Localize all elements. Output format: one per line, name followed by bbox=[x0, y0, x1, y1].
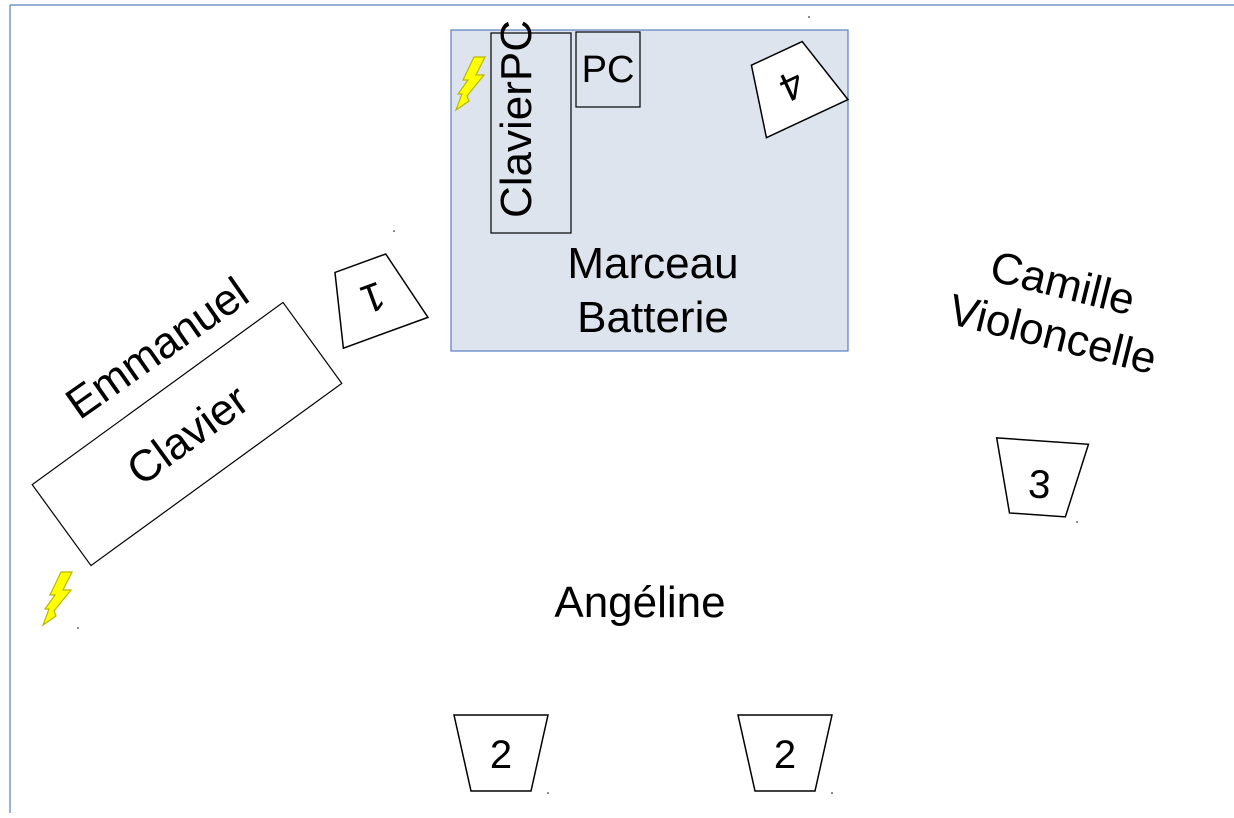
pc-label: PC bbox=[582, 49, 635, 91]
lightning-icon bbox=[41, 571, 73, 627]
stray-dot bbox=[77, 627, 79, 629]
singer-name: Angéline bbox=[554, 578, 725, 627]
monitor-2-left-number: 2 bbox=[490, 733, 512, 777]
lightning-icon bbox=[454, 56, 486, 112]
monitor-1-shape bbox=[334, 253, 430, 350]
monitor-2-right: 2 bbox=[737, 714, 833, 792]
stray-dot bbox=[547, 792, 549, 794]
keyboard-pc-label: ClavierPC bbox=[492, 20, 541, 218]
monitor-2-right-shape bbox=[737, 714, 833, 792]
monitor-2-right-number: 2 bbox=[774, 733, 796, 777]
stray-dot bbox=[393, 230, 395, 232]
drummer-name: Marceau bbox=[567, 239, 738, 288]
monitor-3-shape bbox=[995, 437, 1090, 518]
keyboard-pc-box bbox=[490, 32, 572, 234]
monitor-3: 3 bbox=[995, 437, 1090, 518]
monitor-2-left-shape bbox=[453, 714, 549, 792]
monitor-4: 4 bbox=[750, 40, 850, 139]
pc-box bbox=[575, 31, 641, 108]
monitor-2-left: 2 bbox=[453, 714, 549, 792]
monitor-1: 1 bbox=[334, 253, 430, 350]
keyboard-box bbox=[31, 301, 343, 567]
stray-dot bbox=[831, 792, 833, 794]
stray-dot bbox=[1076, 521, 1078, 523]
monitor-4-shape bbox=[750, 40, 850, 139]
drummer-instrument: Batterie bbox=[577, 293, 729, 342]
stray-dot bbox=[808, 16, 810, 18]
monitor-3-number: 3 bbox=[1027, 462, 1052, 507]
